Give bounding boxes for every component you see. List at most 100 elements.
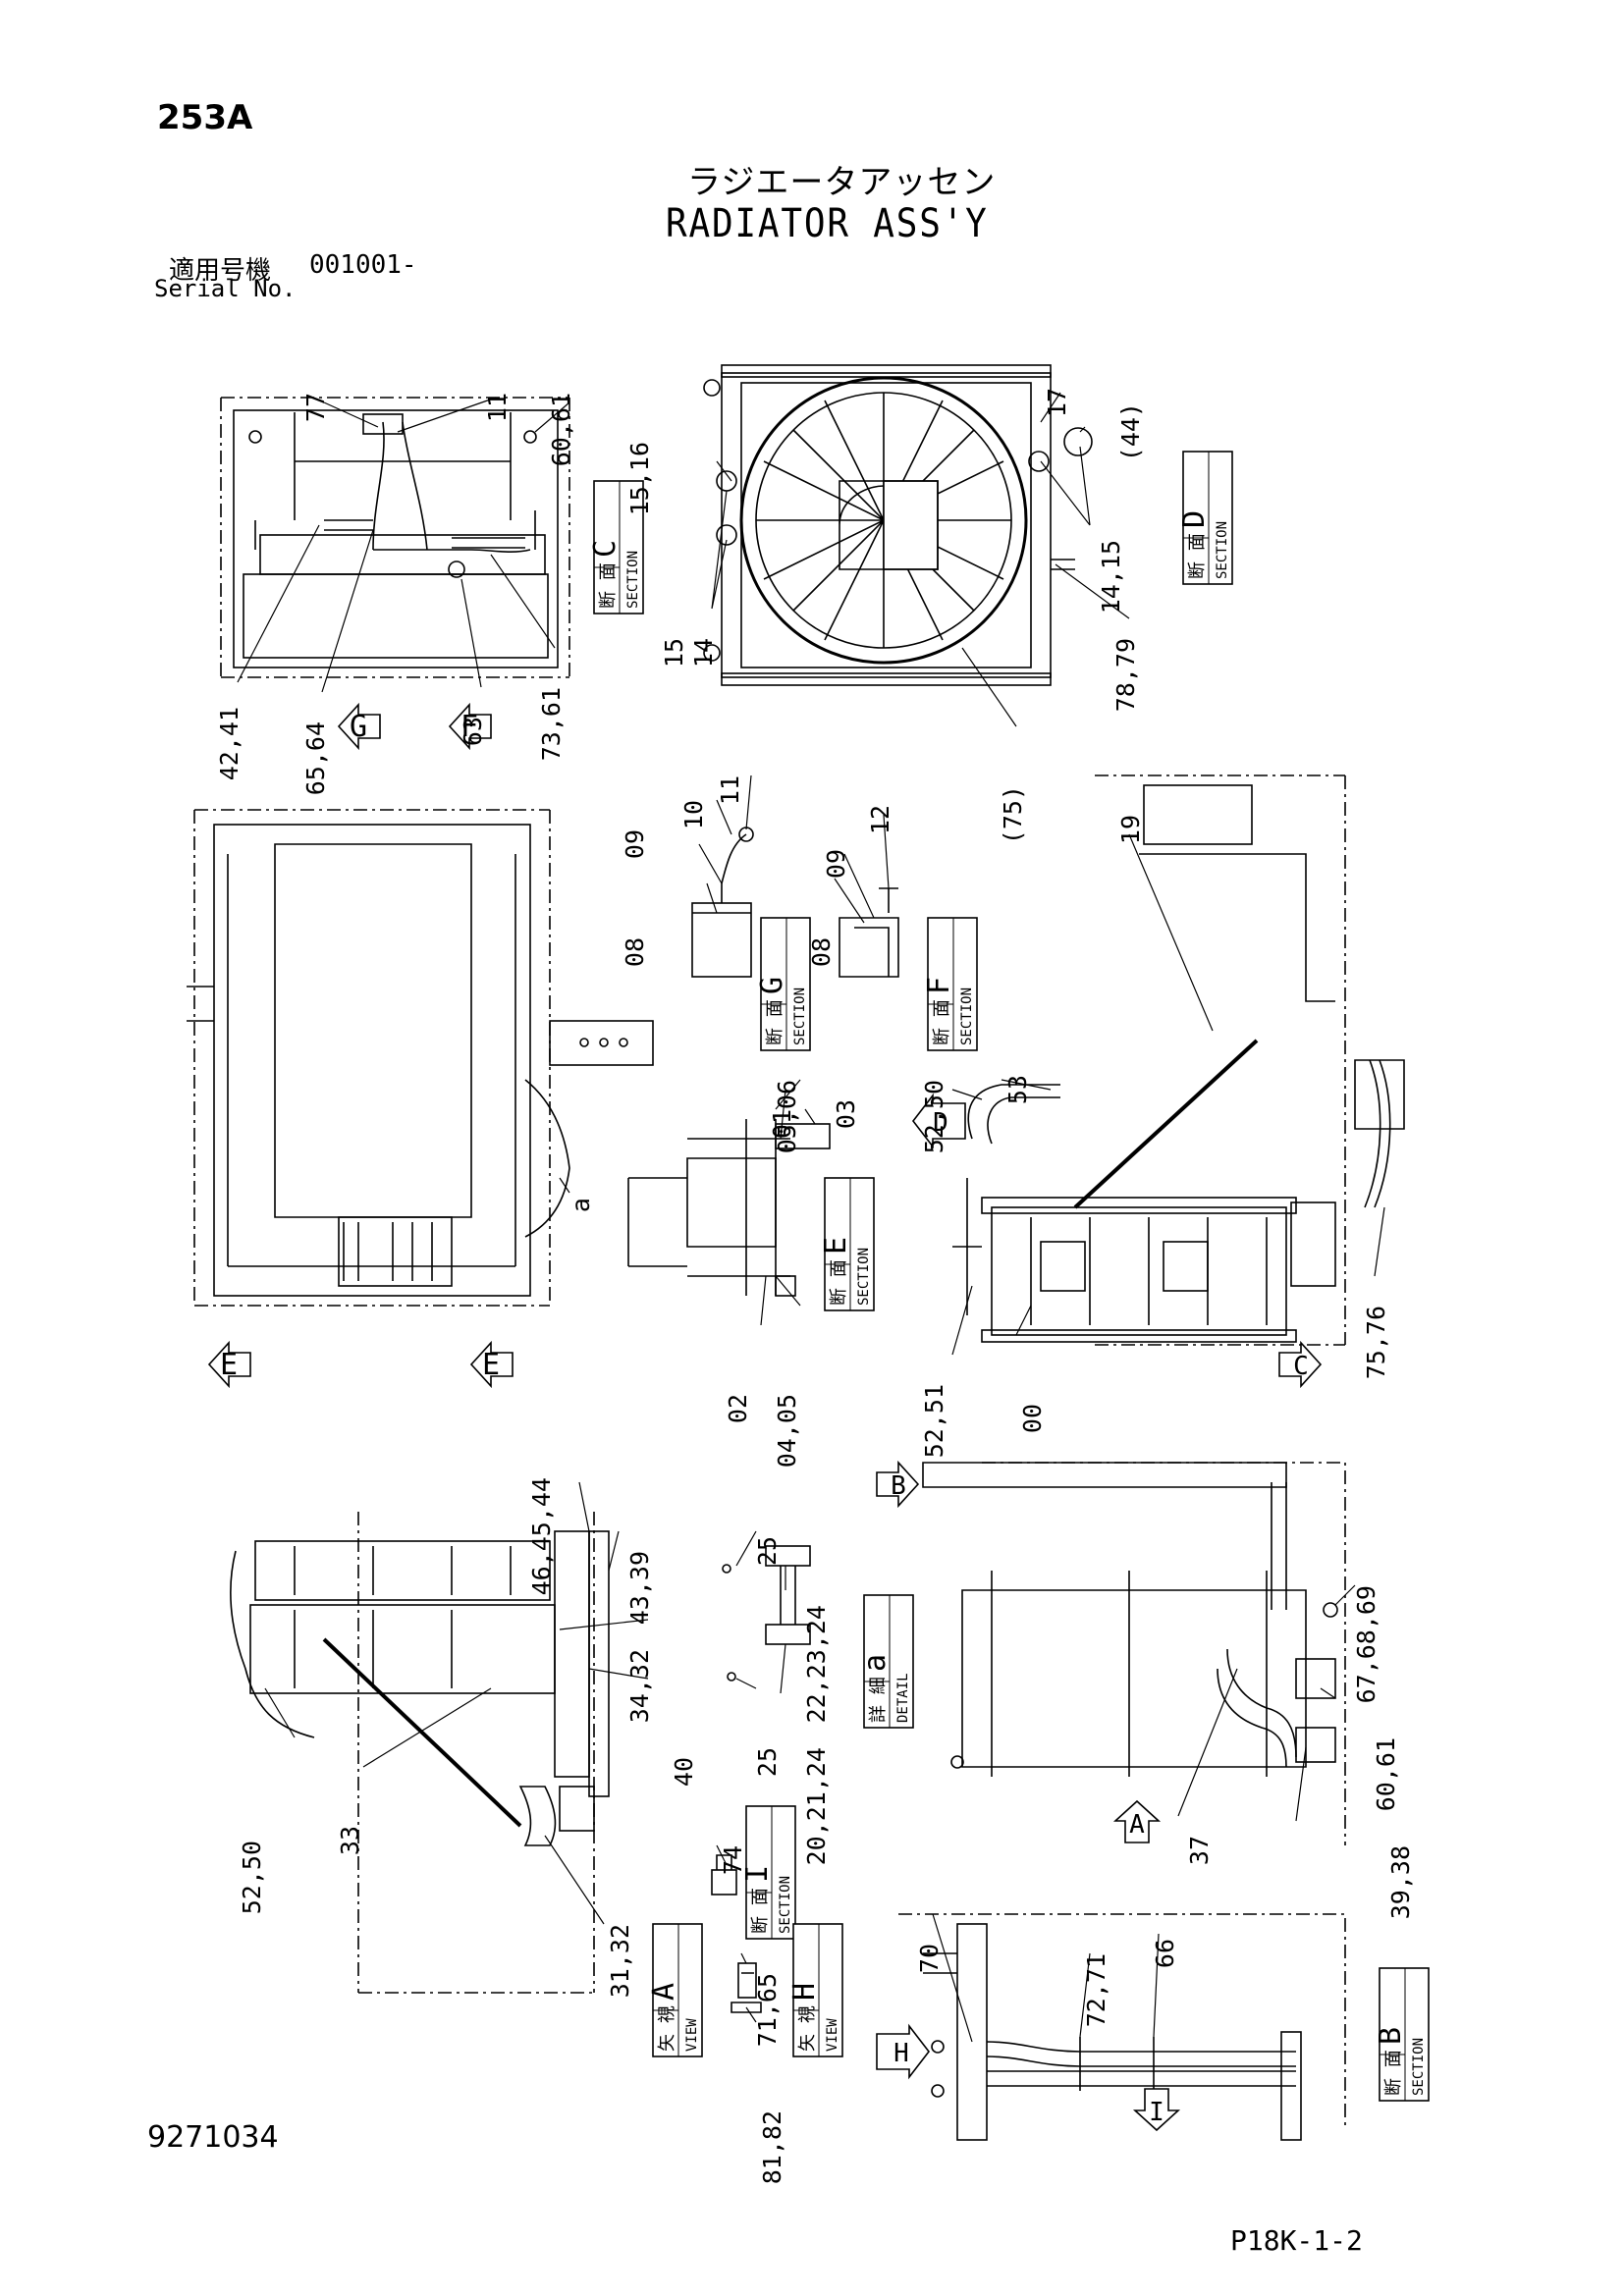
callout-number: 19 — [1116, 815, 1145, 844]
top-plan-view — [220, 397, 570, 678]
section-box-word: DETAIL — [895, 1673, 911, 1723]
section-box-word: SECTION — [625, 551, 641, 609]
section-g-part — [691, 827, 754, 978]
callout-number: 10 — [679, 800, 708, 829]
callout-number: (44) — [1116, 402, 1145, 461]
section-box-letter: D — [1177, 510, 1212, 528]
section-box-letter: G — [755, 977, 789, 994]
section-box-letter: F — [922, 977, 956, 994]
callout-number: 71,65 — [753, 1973, 782, 2047]
view-arrow-b: B — [876, 1460, 920, 1509]
callout-number: 37 — [1185, 1836, 1214, 1865]
callout-number: 39,38 — [1386, 1845, 1415, 1919]
callout-number: 52,51 — [920, 1384, 948, 1458]
callout-number: 12 — [866, 805, 894, 834]
callout-number: 15 — [660, 638, 688, 667]
svg-text:E: E — [220, 1348, 238, 1382]
radiator-side-view — [952, 774, 1405, 1346]
callout-number: 25 — [753, 1536, 782, 1566]
view-arrow-g: G — [337, 702, 381, 751]
callout-number: 14,15 — [1097, 540, 1125, 614]
detail-a-part — [722, 1545, 811, 1682]
callout-number: 33 — [336, 1826, 364, 1855]
section-box-kanji: 断 面 — [829, 1259, 849, 1306]
leader-lines — [237, 392, 1385, 2043]
callout-number: 00 — [1018, 1404, 1047, 1433]
callout-number: 72,71 — [1082, 1953, 1110, 2027]
section-b-view — [898, 1913, 1346, 2141]
frame-side-view — [187, 809, 654, 1307]
radiator-rear-view — [922, 1462, 1346, 1845]
callout-number: 73,61 — [537, 687, 566, 761]
callout-number: 02 — [724, 1394, 752, 1423]
page-number: 253A — [157, 98, 253, 137]
callout-number: 77 — [301, 393, 330, 422]
callout-number: 14 — [689, 638, 718, 667]
section-f-part — [839, 887, 899, 978]
section-box-letter: A — [647, 1983, 681, 2001]
view-arrow-a: A — [1112, 1799, 1162, 1843]
callout-number: 15,16 — [625, 442, 654, 515]
section-box-word: SECTION — [792, 988, 808, 1045]
section-box-word: SECTION — [1215, 521, 1230, 579]
title-english: RADIATOR ASS'Y — [666, 201, 989, 246]
svg-text:E: E — [482, 1348, 500, 1382]
callout-number: 42,41 — [215, 707, 244, 780]
section-box-word: SECTION — [778, 1876, 793, 1934]
svg-text:H: H — [893, 2039, 909, 2068]
callout-number: 17 — [1043, 388, 1071, 417]
callout-number: 08 — [621, 937, 649, 967]
svg-text:F: F — [460, 710, 478, 744]
title-japanese: ラジエータアッセン — [687, 163, 997, 202]
callout-number: (75) — [999, 785, 1027, 844]
callout-number: 25 — [753, 1747, 782, 1777]
section-box-kanji: 断 面 — [765, 999, 785, 1045]
callout-number: 08 — [807, 937, 836, 967]
section-box-kanji: 断 面 — [1383, 2050, 1404, 2096]
callout-number: 01 — [768, 1109, 796, 1139]
callout-number: 09 — [822, 849, 850, 879]
section-box-letter: E — [819, 1237, 853, 1255]
callout-number: 52,50 — [920, 1080, 948, 1153]
svg-text:C: C — [1293, 1352, 1309, 1381]
view-arrow-c: C — [1278, 1340, 1323, 1389]
callout-number: 63 — [459, 717, 487, 746]
callout-number: 34,32 — [625, 1649, 654, 1723]
document-number: 9271034 — [147, 2120, 279, 2155]
view-arrow-i: I — [1132, 2088, 1181, 2132]
sheet-reference: P18K-1-2 — [1230, 2224, 1363, 2257]
callout-number: 60,61 — [1372, 1737, 1400, 1811]
callout-number: 46,45,44 — [527, 1477, 556, 1595]
section-box-kanji: 矢 視 — [657, 2005, 677, 2052]
callout-number: 22,23,24 — [802, 1605, 831, 1723]
svg-text:B: B — [891, 1471, 906, 1501]
callout-number: 60,61 — [547, 393, 575, 466]
section-box-word: SECTION — [1411, 2038, 1427, 2096]
callout-number: 75,76 — [1362, 1306, 1390, 1379]
view-arrow-h: H — [876, 2023, 931, 2080]
serial-label-english: Serial No. — [154, 275, 297, 302]
serial-label-japanese: 適用号機 — [169, 256, 272, 286]
section-box-letter: H — [787, 1983, 822, 2001]
callout-number: 52,50 — [238, 1841, 266, 1914]
callout-number: 65,64 — [301, 721, 330, 795]
callout-number: 70 — [915, 1944, 944, 1973]
view-arrow-d: D — [911, 1093, 966, 1149]
callout-number: 20,21,24 — [802, 1747, 831, 1865]
callout-number: a — [567, 1198, 595, 1212]
section-i-part — [711, 1854, 737, 1896]
callout-number: 53 — [1003, 1075, 1032, 1104]
svg-text:G: G — [350, 710, 367, 744]
section-box-word: SECTION — [959, 988, 975, 1045]
serial-value: 001001- — [309, 250, 417, 280]
